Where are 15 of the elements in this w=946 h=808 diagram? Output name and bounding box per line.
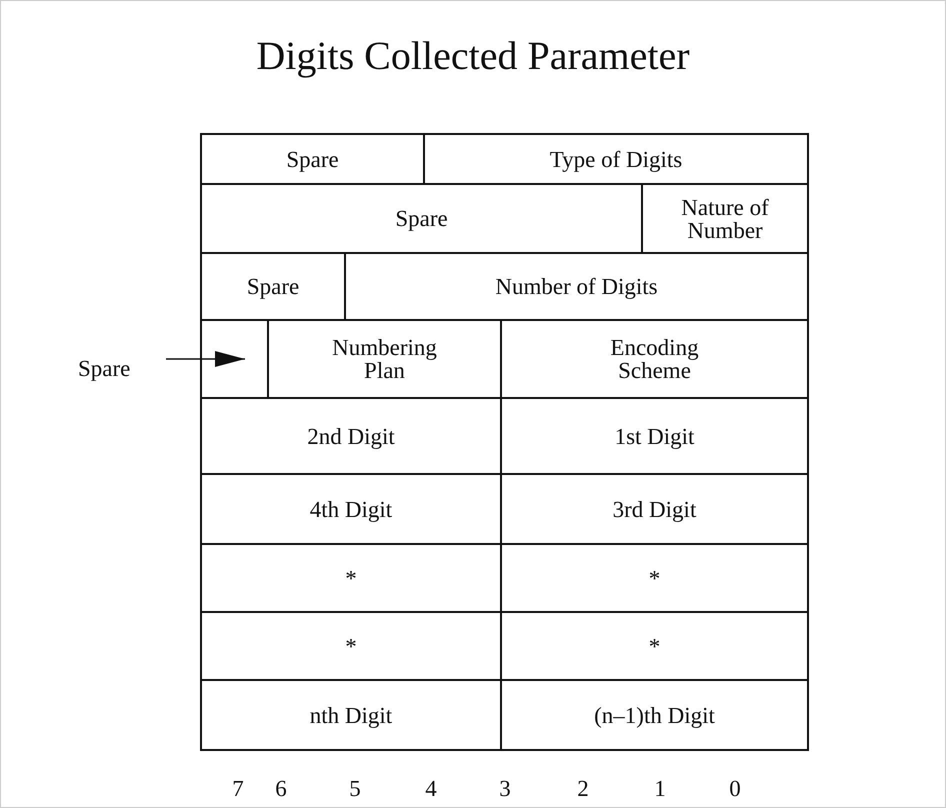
field-cell: Spare bbox=[200, 133, 425, 185]
field-cell: (n–1)th Digit bbox=[500, 679, 809, 751]
field-cell: nth Digit bbox=[200, 679, 502, 751]
field-label: Spare bbox=[78, 356, 130, 382]
bit-number: 4 bbox=[424, 776, 438, 802]
bit-number: 1 bbox=[653, 776, 667, 802]
bit-number: 2 bbox=[576, 776, 590, 802]
bit-number: 7 bbox=[231, 776, 245, 802]
diagram-title: Digits Collected Parameter bbox=[255, 32, 691, 79]
field-cell: Type of Digits bbox=[423, 133, 809, 185]
bit-number: 6 bbox=[274, 776, 288, 802]
bit-number: 3 bbox=[498, 776, 512, 802]
bit-number: 0 bbox=[728, 776, 742, 802]
leader-arrow bbox=[166, 351, 245, 367]
bit-number: 5 bbox=[348, 776, 362, 802]
